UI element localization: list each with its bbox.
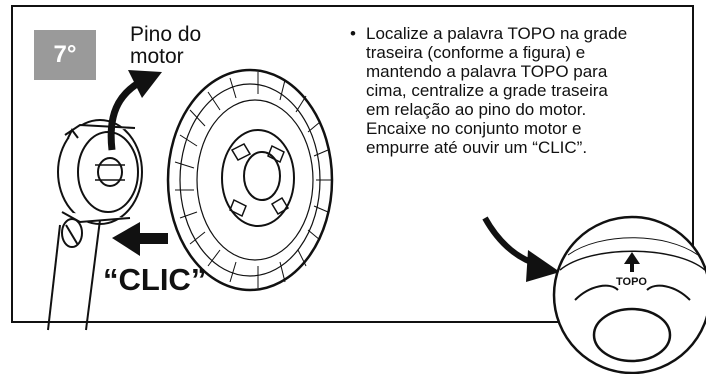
callout-line-1: Pino do [130,23,202,46]
instruction-text: • Localize a palavra TOPO na grade trase… [350,24,695,157]
topo-label: TOPO [616,276,647,288]
motor-pin-callout: Pino do motor [130,24,250,68]
instruction-line: Localize a palavra TOPO na grade [366,24,628,43]
topo-detail [552,215,706,374]
callout-line-2: motor [130,45,184,68]
bullet-mark: • [350,24,356,43]
pin-arrow [107,70,162,151]
motor-assembly [47,119,143,331]
instruction-line: cima, centralize a grade traseira [366,81,608,100]
instruction-line: mantendo a palavra TOPO para [366,62,608,81]
instruction-line: Encaixe no conjunto motor e [366,119,582,138]
instruction-line: em relação ao pino do motor. [366,100,587,119]
rear-grille [166,68,334,292]
instruction-line: traseira (conforme a figura) e [366,43,586,62]
detail-arrow [482,216,560,282]
instruction-line: empurre até ouvir um “CLIC”. [366,138,588,157]
step-number-badge: 7° [34,30,96,80]
push-arrow [112,222,168,256]
step-frame [11,5,694,323]
clic-sound-label: “CLIC” [103,262,207,297]
